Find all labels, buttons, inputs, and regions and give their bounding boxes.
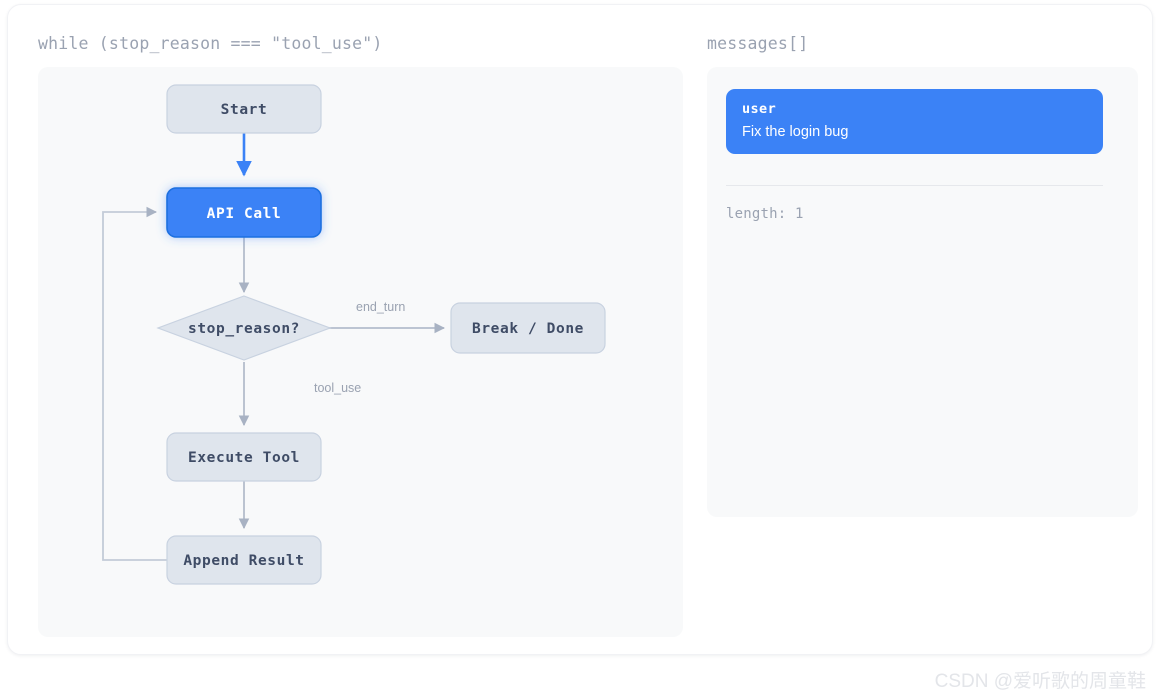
flow-node-append-shape: [166, 535, 322, 585]
flow-node-exec-label: Execute Tool: [188, 450, 300, 466]
message-role: user: [742, 101, 777, 117]
watermark: CSDN @爱听歌的周童鞋: [934, 671, 1146, 692]
flow-node-append-label: Append Result: [183, 553, 304, 569]
flow-node-start-shape: [166, 84, 322, 134]
flow-node-api-call-label: API Call: [207, 206, 282, 222]
flow-node-api-call[interactable]: API Call: [166, 187, 322, 238]
flow-node-start-label: Start: [221, 102, 268, 118]
message-text: Fix the login bug: [742, 124, 849, 140]
flow-diagram: end_turn tool_use Start API Call stop_re…: [102, 84, 606, 585]
edge-label-tool-use: tool_use: [314, 381, 361, 395]
loop-condition-header: while (stop_reason === "tool_use"): [38, 34, 383, 53]
messages-header: messages[]: [707, 34, 809, 53]
flow-node-decision-label: stop_reason?: [188, 321, 300, 337]
message-bubble-user[interactable]: user Fix the login bug: [726, 89, 1103, 154]
flow-node-done[interactable]: Break / Done: [450, 302, 606, 354]
flow-edges: [102, 133, 446, 561]
flow-node-start[interactable]: Start: [166, 84, 322, 134]
messages-length-label: length: 1: [726, 206, 804, 222]
messages-divider: [726, 185, 1103, 186]
flow-diagram-panel: end_turn tool_use Start API Call stop_re…: [38, 67, 683, 637]
flow-node-decision[interactable]: stop_reason?: [156, 295, 332, 361]
flow-node-api-call-shape: [166, 187, 322, 238]
flow-node-done-shape: [450, 302, 606, 354]
edge-append-to-api-call-loopback: [102, 206, 167, 561]
content-card: while (stop_reason === "tool_use") messa…: [7, 4, 1153, 655]
flow-node-done-label: Break / Done: [472, 321, 584, 337]
edge-label-end-turn: end_turn: [356, 300, 405, 314]
flow-node-exec[interactable]: Execute Tool: [166, 432, 322, 482]
flow-node-decision-shape: [156, 295, 332, 361]
flow-node-append[interactable]: Append Result: [166, 535, 322, 585]
messages-panel: user Fix the login bug length: 1: [707, 67, 1138, 517]
flow-node-exec-shape: [166, 432, 322, 482]
